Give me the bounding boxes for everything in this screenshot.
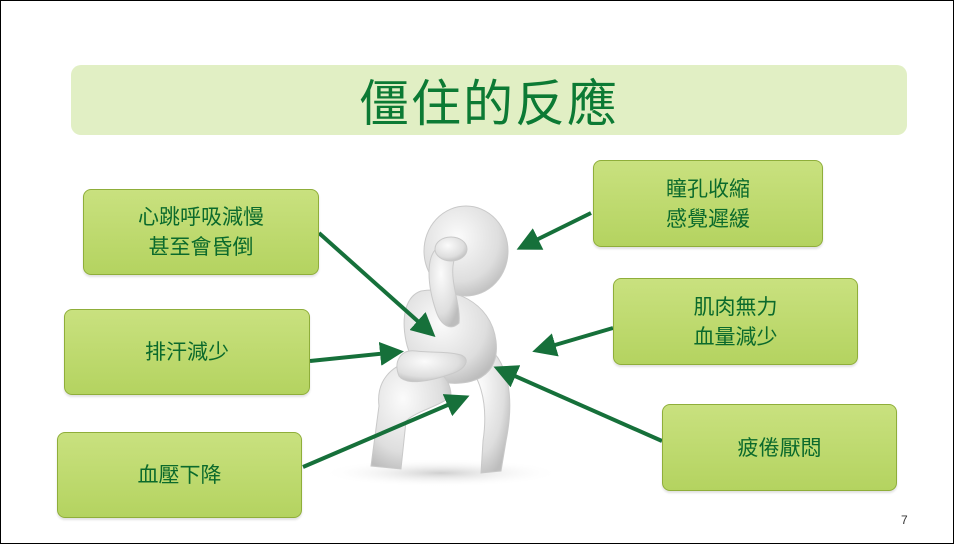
heartbeat-line2: 甚至會昏倒 [148,235,254,259]
muscle-line2: 血量減少 [693,324,778,349]
slide-title: 僵住的反應 [359,75,619,133]
arrow-heartbeat [317,231,436,337]
pupil-box: 瞳孔收縮 感覺遲緩 [593,160,823,247]
heartbeat-box: 心跳呼吸減慢 甚至會昏倒 [83,189,319,275]
muscle-line1: 肌肉無力 [693,294,778,319]
arrow-fatigue [493,365,663,443]
heartbeat-line1: 心跳呼吸減慢 [138,205,264,229]
pupil-line1: 瞳孔收縮 [666,176,750,201]
blood-pressure-line1: 血壓下降 [137,463,222,487]
fatigue-line1: 疲倦厭悶 [737,435,822,460]
sweat-line1: 排汗減少 [145,340,229,364]
page-number: 7 [901,513,908,527]
arrow-pupil [516,211,592,250]
sweat-box: 排汗減少 [64,309,310,395]
title-banner: 僵住的反應 [71,65,907,135]
pupil-line2: 感覺遲緩 [666,206,750,231]
arrow-sweat [309,341,404,366]
arrow-muscle [532,326,614,357]
arrow-blood-pressure [302,394,470,469]
muscle-box: 肌肉無力 血量減少 [613,278,858,365]
fatigue-box: 疲倦厭悶 [662,404,897,491]
blood-pressure-box: 血壓下降 [57,432,302,518]
